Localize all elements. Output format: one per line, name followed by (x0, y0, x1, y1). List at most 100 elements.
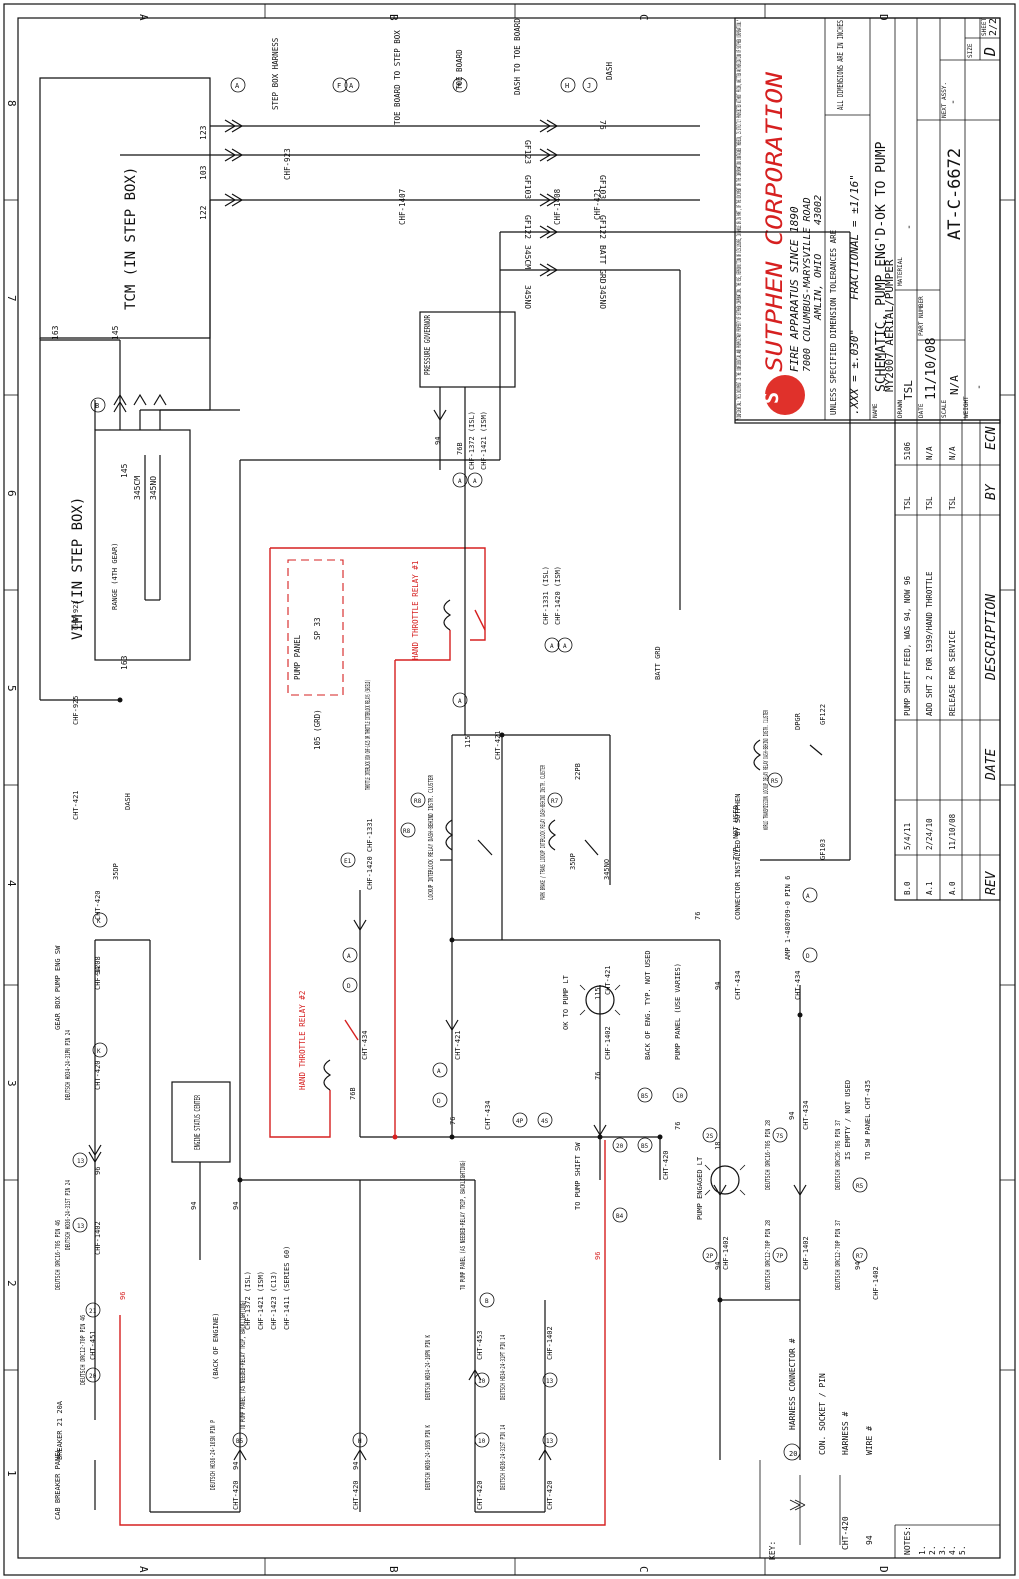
typ-not-used-label: TYP. NOT USED (732, 805, 740, 860)
revision-header-by: BY (984, 483, 999, 500)
connector-id: 4S (541, 1118, 549, 1125)
zone-letter: C (637, 1566, 650, 1573)
company-tagline: FIRE APPARATUS SINCE 1890 (788, 206, 801, 372)
connector-id: A (458, 478, 462, 485)
connector-id: 13 (77, 1223, 85, 1230)
connector-spec: DEUTSCH DRC16-70S PIN 46 (54, 1220, 62, 1290)
connector-id: A (563, 643, 567, 650)
grd-105-label: 105 (GRD) (313, 709, 322, 750)
wire-label: 94 (714, 1262, 722, 1270)
wire-76-bus (240, 545, 801, 1301)
wire-label: 115 (594, 987, 602, 1000)
connector-id: 13 (546, 1378, 554, 1385)
harness-ref: CHF-1372 (ISL) (468, 411, 476, 470)
revision-header-rev: REV (984, 870, 999, 895)
harness-label: CHT-421 (454, 1030, 462, 1060)
connector-id: B5 (641, 1093, 649, 1100)
key-wire: WIRE # (865, 1426, 874, 1455)
pump-engaged-label: PUMP ENGAGED LT (696, 1156, 704, 1220)
wire-label: 76B (456, 442, 464, 455)
connector-id: F (457, 82, 461, 90)
harness-label: CHT-434 (734, 970, 742, 1000)
connector-spec: DEUTSCH DRC26-70S PIN 37 (834, 1120, 842, 1190)
date-label: DATE (918, 403, 925, 418)
vim-label: VIM (IN STEP BOX) (70, 497, 86, 640)
wire-label: 18 (714, 1142, 722, 1150)
connector-spec: DEUTSCH HD36-24-16SN PIN P (209, 1420, 217, 1490)
wire-label: 96 (94, 1167, 102, 1175)
back-of-eng-label: BACK OF ENG. TYP. NOT USED (644, 950, 652, 1060)
connector-spec: DEUTSCH DRC16-70S PIN 28 (764, 1120, 772, 1190)
zone-number: 1 (5, 1470, 18, 1477)
company-address: 7000 COLUMBUS-MARYSVILLE ROAD (802, 197, 813, 372)
wire-label: GF123 (523, 140, 532, 164)
wire-label: GF122 (598, 215, 607, 239)
toe-board-label: TOE BOARD (455, 49, 464, 90)
connector-id: J (587, 82, 591, 90)
zone-number: 8 (5, 100, 18, 107)
note-item: 3. (938, 1545, 947, 1555)
connector-installed-label: CONNECTOR INSTALLED BY SUTPHEN (734, 794, 742, 920)
key-example-harness: CHT-420 (841, 1516, 850, 1550)
wire-label: 345NO (603, 859, 611, 880)
wire-label: 96 (594, 1252, 602, 1260)
harness-label: CHT-420 (476, 1480, 484, 1510)
harness-label: CHF-925 (72, 695, 80, 725)
svg-text:20: 20 (789, 1450, 797, 1458)
wire-label: 76 (694, 912, 702, 920)
connector-id: H (565, 82, 569, 90)
weight-label: WEIGHT (963, 396, 970, 418)
note-item: 2. (928, 1545, 937, 1555)
zone-letter: A (137, 1566, 150, 1573)
scale-label: SCALE (941, 400, 948, 418)
wire-label: 94 (232, 1202, 240, 1210)
wire-label: 94 (714, 982, 722, 990)
connector-id: A (349, 82, 354, 90)
revision-ecn: N/A (948, 446, 957, 460)
is-empty-label: IS EMPTY / NOT USED (844, 1080, 852, 1160)
revision-ecn: 5106 (903, 441, 912, 460)
connector-id: E1 (344, 858, 352, 865)
connector-id: K (97, 918, 101, 925)
zone-number: 7 (5, 295, 18, 302)
sheet-label: SHEET (981, 18, 988, 36)
wire-label: 76 (674, 1122, 682, 1130)
wire-label: 345NO (598, 285, 607, 309)
zone-letter: D (877, 1566, 890, 1573)
connector-spec: DEUTSCH DRC12-70P PIN 37 (834, 1220, 842, 1290)
connector-id: R8 (403, 828, 411, 835)
vim-block (94, 400, 191, 661)
breaker-label: BREAKER 21 20A (56, 1400, 64, 1460)
connector-id: H (358, 1438, 362, 1445)
dash-label: DASH (605, 61, 614, 80)
next-assy-label: NEXT ASSY. (941, 82, 948, 118)
connector-id: 10 (478, 1378, 486, 1385)
harness-label: CHF-923 (283, 148, 292, 180)
harness-label: CHT-421 (494, 730, 502, 760)
pump-panel-box (287, 559, 344, 696)
revision-by: TSL (925, 496, 934, 510)
harness-label: CHF-1402 (546, 1326, 554, 1360)
material-value: - (904, 224, 915, 230)
sheet-border (3, 3, 1016, 1576)
tolerance-fractional: FRACTIONAL = ±1/16" (848, 174, 861, 300)
world-transmission-label: WORLD TRANSMISSION LOCKUP DELAY RELAY DA… (762, 710, 770, 830)
sp33-label: SP 33 (313, 617, 322, 640)
size-value: D (981, 47, 999, 57)
park-brake-label: PARK BRAKE / TRANS LOCKUP INTERLOCK RELA… (539, 765, 547, 900)
engine-status-center-label: ENGINE STATUS CENTER (193, 1095, 202, 1150)
pump-panel-use-label: PUMP PANEL (USE VARIES) (674, 963, 682, 1060)
connector-id: B (485, 1298, 489, 1305)
harness-label: CHT-421 (72, 790, 80, 820)
wire-label: 94 (854, 1262, 862, 1270)
company-name: SUTPHEN CORPORATION (763, 71, 788, 372)
connector-id: R5 (856, 1183, 864, 1190)
wire-label: 122 (199, 205, 208, 220)
wire-label: 345CM (523, 245, 532, 269)
connector-id: F (337, 82, 341, 90)
wire-label: 115 (464, 735, 472, 748)
harness-label: CHT-434 (361, 1030, 369, 1060)
connector-circles (72, 472, 868, 1448)
connector-id: R5 (771, 778, 779, 785)
